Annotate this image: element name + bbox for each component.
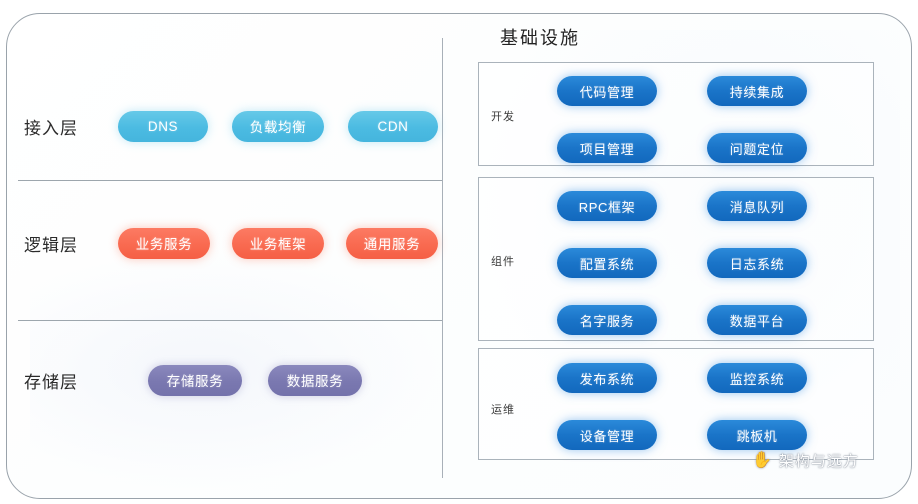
infra-label-dev: 开发: [491, 111, 515, 123]
pill-message-queue[interactable]: 消息队列: [707, 191, 807, 221]
infra-label-components: 组件: [491, 256, 515, 268]
pill-continuous-integration[interactable]: 持续集成: [707, 76, 807, 106]
pill-config-system[interactable]: 配置系统: [557, 248, 657, 278]
pill-code-management[interactable]: 代码管理: [557, 76, 657, 106]
pill-storage-service[interactable]: 存储服务: [148, 364, 242, 396]
layer-row-access: 接入层 DNS 负载均衡 CDN: [18, 110, 442, 142]
pill-business-service[interactable]: 业务服务: [118, 227, 210, 259]
pill-device-management[interactable]: 设备管理: [557, 420, 657, 450]
layer-items-storage: 存储服务 数据服务: [148, 364, 388, 396]
pill-data-service[interactable]: 数据服务: [268, 364, 362, 396]
layer-label-storage: 存储层: [24, 372, 78, 392]
column-divider: [442, 38, 443, 478]
pill-data-platform[interactable]: 数据平台: [707, 305, 807, 335]
watermark: ✋ 架构与远方: [752, 450, 859, 471]
layer-divider-1: [18, 180, 442, 181]
watermark-text: 架构与远方: [778, 453, 859, 470]
layer-row-storage: 存储层 存储服务 数据服务: [18, 364, 442, 396]
layer-items-logic: 业务服务 业务框架 通用服务: [118, 227, 460, 259]
pill-dns[interactable]: DNS: [118, 110, 208, 142]
infra-section-dev: 开发 代码管理 持续集成 项目管理 问题定位: [478, 62, 874, 166]
pill-rpc-framework[interactable]: RPC框架: [557, 191, 657, 221]
pill-jump-server[interactable]: 跳板机: [707, 420, 807, 450]
pill-project-management[interactable]: 项目管理: [557, 133, 657, 163]
pill-log-system[interactable]: 日志系统: [707, 248, 807, 278]
pill-release-system[interactable]: 发布系统: [557, 363, 657, 393]
pill-monitoring-system[interactable]: 监控系统: [707, 363, 807, 393]
infra-label-ops: 运维: [491, 404, 515, 416]
layer-label-logic: 逻辑层: [24, 235, 78, 255]
wechat-icon: ✋: [752, 451, 773, 469]
layer-label-access: 接入层: [24, 118, 78, 138]
pill-cdn[interactable]: CDN: [348, 110, 438, 142]
infrastructure-title: 基础设施: [500, 28, 580, 48]
pill-business-framework[interactable]: 业务框架: [232, 227, 324, 259]
layer-row-logic: 逻辑层 业务服务 业务框架 通用服务: [18, 227, 442, 259]
infra-section-ops: 运维 发布系统 监控系统 设备管理 跳板机: [478, 348, 874, 460]
pill-issue-tracking[interactable]: 问题定位: [707, 133, 807, 163]
pill-common-service[interactable]: 通用服务: [346, 227, 438, 259]
layer-divider-2: [18, 320, 442, 321]
pill-naming-service[interactable]: 名字服务: [557, 305, 657, 335]
infra-section-components: 组件 RPC框架 消息队列 配置系统 日志系统 名字服务 数据平台: [478, 177, 874, 341]
layer-items-access: DNS 负载均衡 CDN: [118, 110, 462, 142]
pill-load-balancer[interactable]: 负载均衡: [232, 110, 324, 142]
